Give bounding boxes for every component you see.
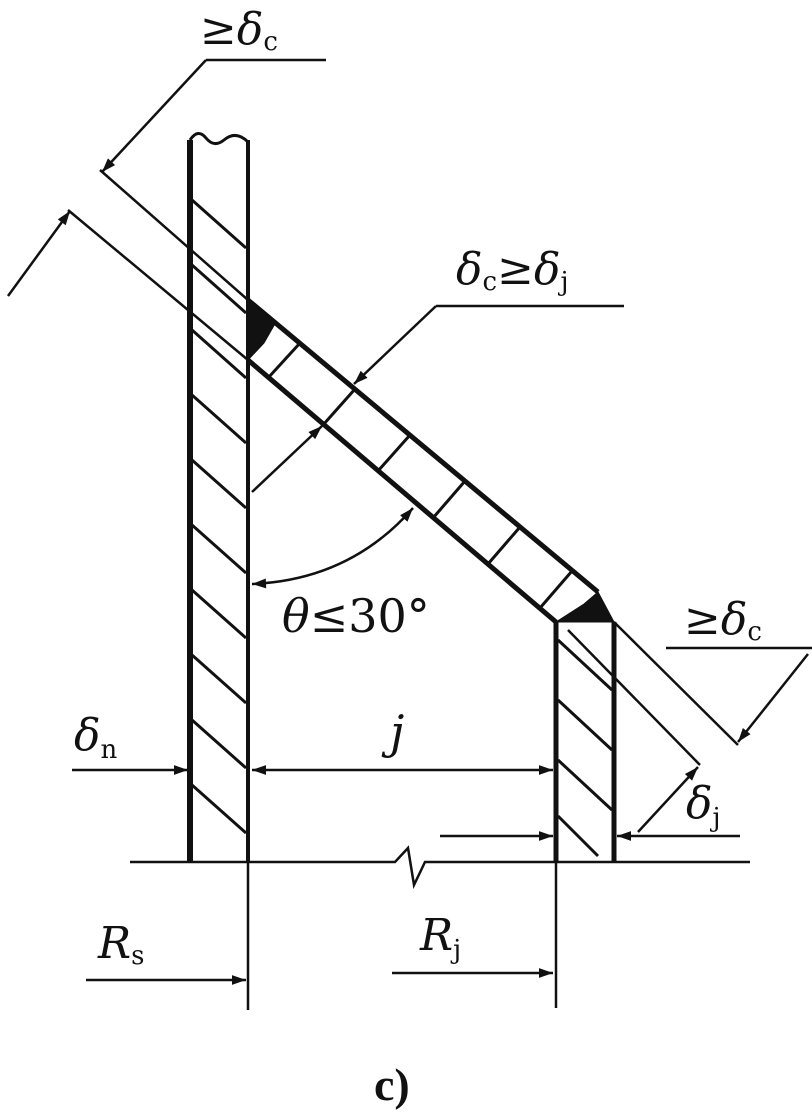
label-top-thickness: ≥δc	[200, 4, 278, 57]
extension-lines	[67, 58, 812, 1010]
cone-wall	[246, 298, 600, 624]
label-shell-thickness: δn	[74, 710, 118, 765]
small-end-wall	[553, 622, 617, 862]
labels: ≥δc δc≥δj θ≤30° ≥δc δn j δj Rs Rj c)	[74, 4, 762, 1110]
arrow-right-thickness-lower	[637, 766, 699, 833]
arrow-cone-thickness-leader	[353, 305, 437, 385]
arrow-top-thickness-lower	[6, 210, 72, 297]
arrow-cone-normal	[251, 425, 323, 493]
weld-bottom	[554, 591, 615, 623]
label-angle: θ≤30°	[282, 589, 430, 643]
label-right-thickness: ≥δc	[684, 594, 762, 647]
weld-top	[247, 298, 277, 362]
figure-caption: c)	[374, 1059, 410, 1110]
label-dimension-j: j	[381, 705, 404, 759]
label-radius-small: Rj	[419, 910, 461, 965]
label-cone-thickness-relation: δc≥δj	[456, 244, 569, 297]
main-shell-wall	[187, 132, 250, 862]
arrow-right-thickness-leader	[737, 653, 809, 743]
arrow-top-thickness-leader	[101, 59, 207, 173]
angle-arc	[251, 507, 414, 589]
weld-fillets	[247, 298, 615, 623]
cone-wall-cross-hatching	[266, 341, 574, 609]
small-end-hatching	[556, 638, 614, 858]
main-shell-hatching	[191, 198, 247, 835]
label-small-end-thickness: δj	[686, 778, 721, 833]
dimension-arrows	[6, 59, 809, 985]
label-radius-large: Rs	[97, 918, 144, 971]
